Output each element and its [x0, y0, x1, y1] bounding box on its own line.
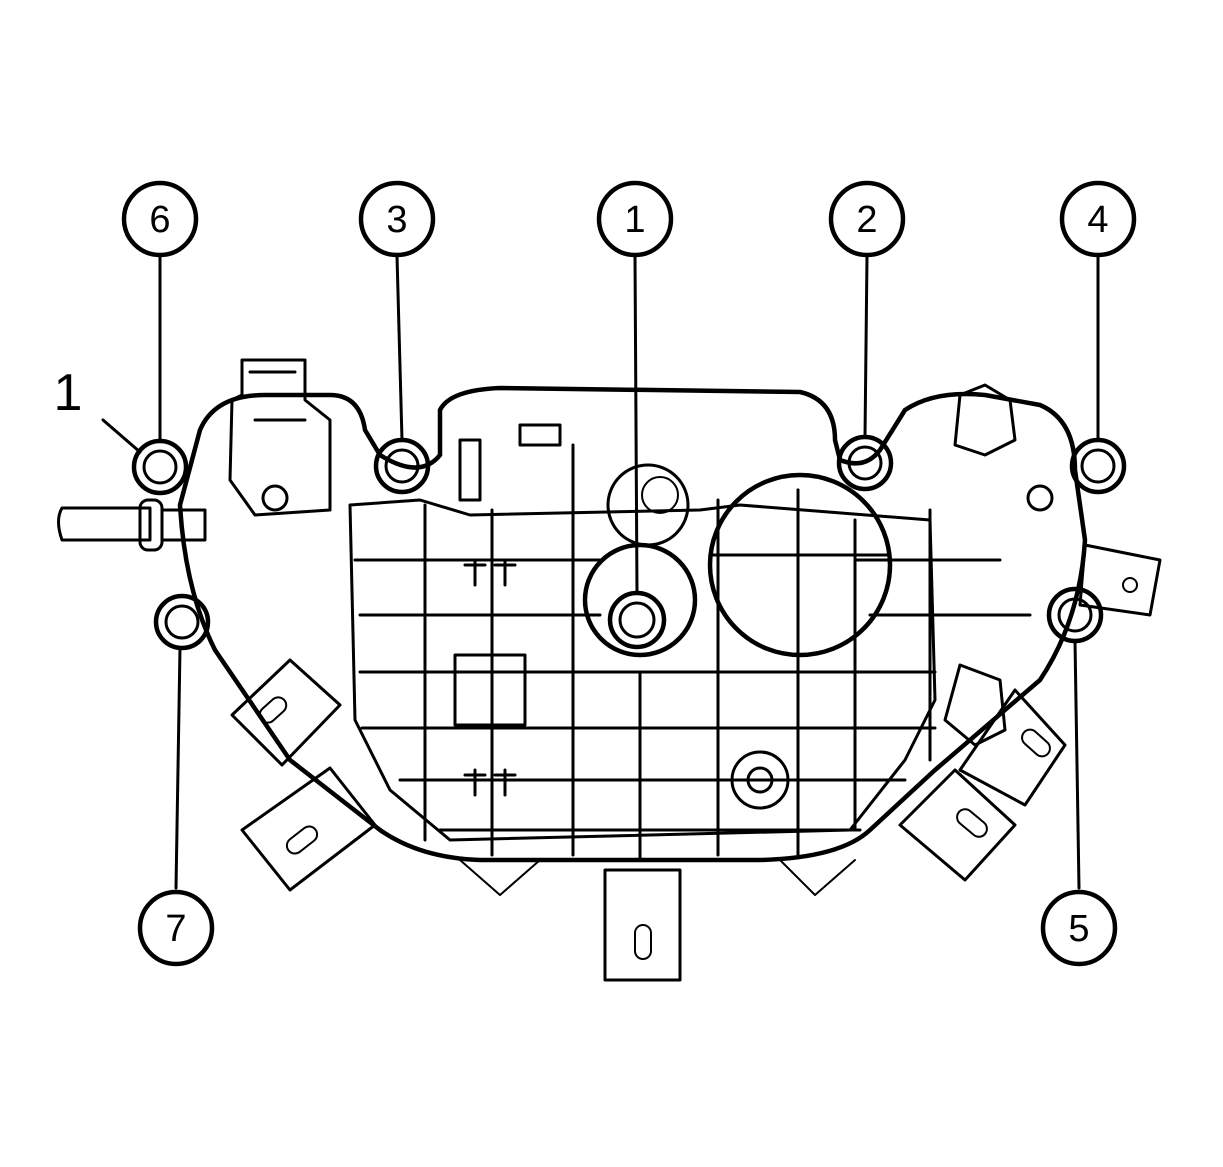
callout-7: 7 — [137, 889, 215, 967]
callout-4: 4 — [1059, 180, 1137, 258]
throttle-body-opening — [707, 472, 893, 658]
callout-5-label: 5 — [1068, 908, 1089, 950]
vacuum-fitting — [57, 498, 207, 552]
leader-lines — [101, 254, 1100, 890]
callout-6: 6 — [121, 180, 199, 258]
callout-1-label: 1 — [624, 199, 645, 241]
manifold-outline — [177, 385, 1088, 863]
sensor-connector — [228, 358, 1054, 517]
intake-manifold — [57, 358, 1162, 982]
callout-2-label: 2 — [856, 199, 877, 241]
bolt-6 — [131, 438, 189, 496]
reference-label: 1 — [54, 364, 83, 422]
callout-6-label: 6 — [149, 199, 170, 241]
callout-3: 3 — [358, 180, 436, 258]
callouts: 6 3 1 2 4 7 5 — [121, 180, 1137, 967]
callout-4-label: 4 — [1087, 199, 1108, 241]
mounting-tabs — [230, 543, 1162, 982]
callout-7-label: 7 — [165, 908, 186, 950]
bolt-1 — [607, 590, 667, 650]
bolt-7 — [153, 593, 211, 651]
callout-5: 5 — [1040, 889, 1118, 967]
bolt-4 — [1069, 437, 1127, 495]
callout-3-label: 3 — [386, 199, 407, 241]
callout-2: 2 — [828, 180, 906, 258]
callout-1: 1 — [596, 180, 674, 258]
